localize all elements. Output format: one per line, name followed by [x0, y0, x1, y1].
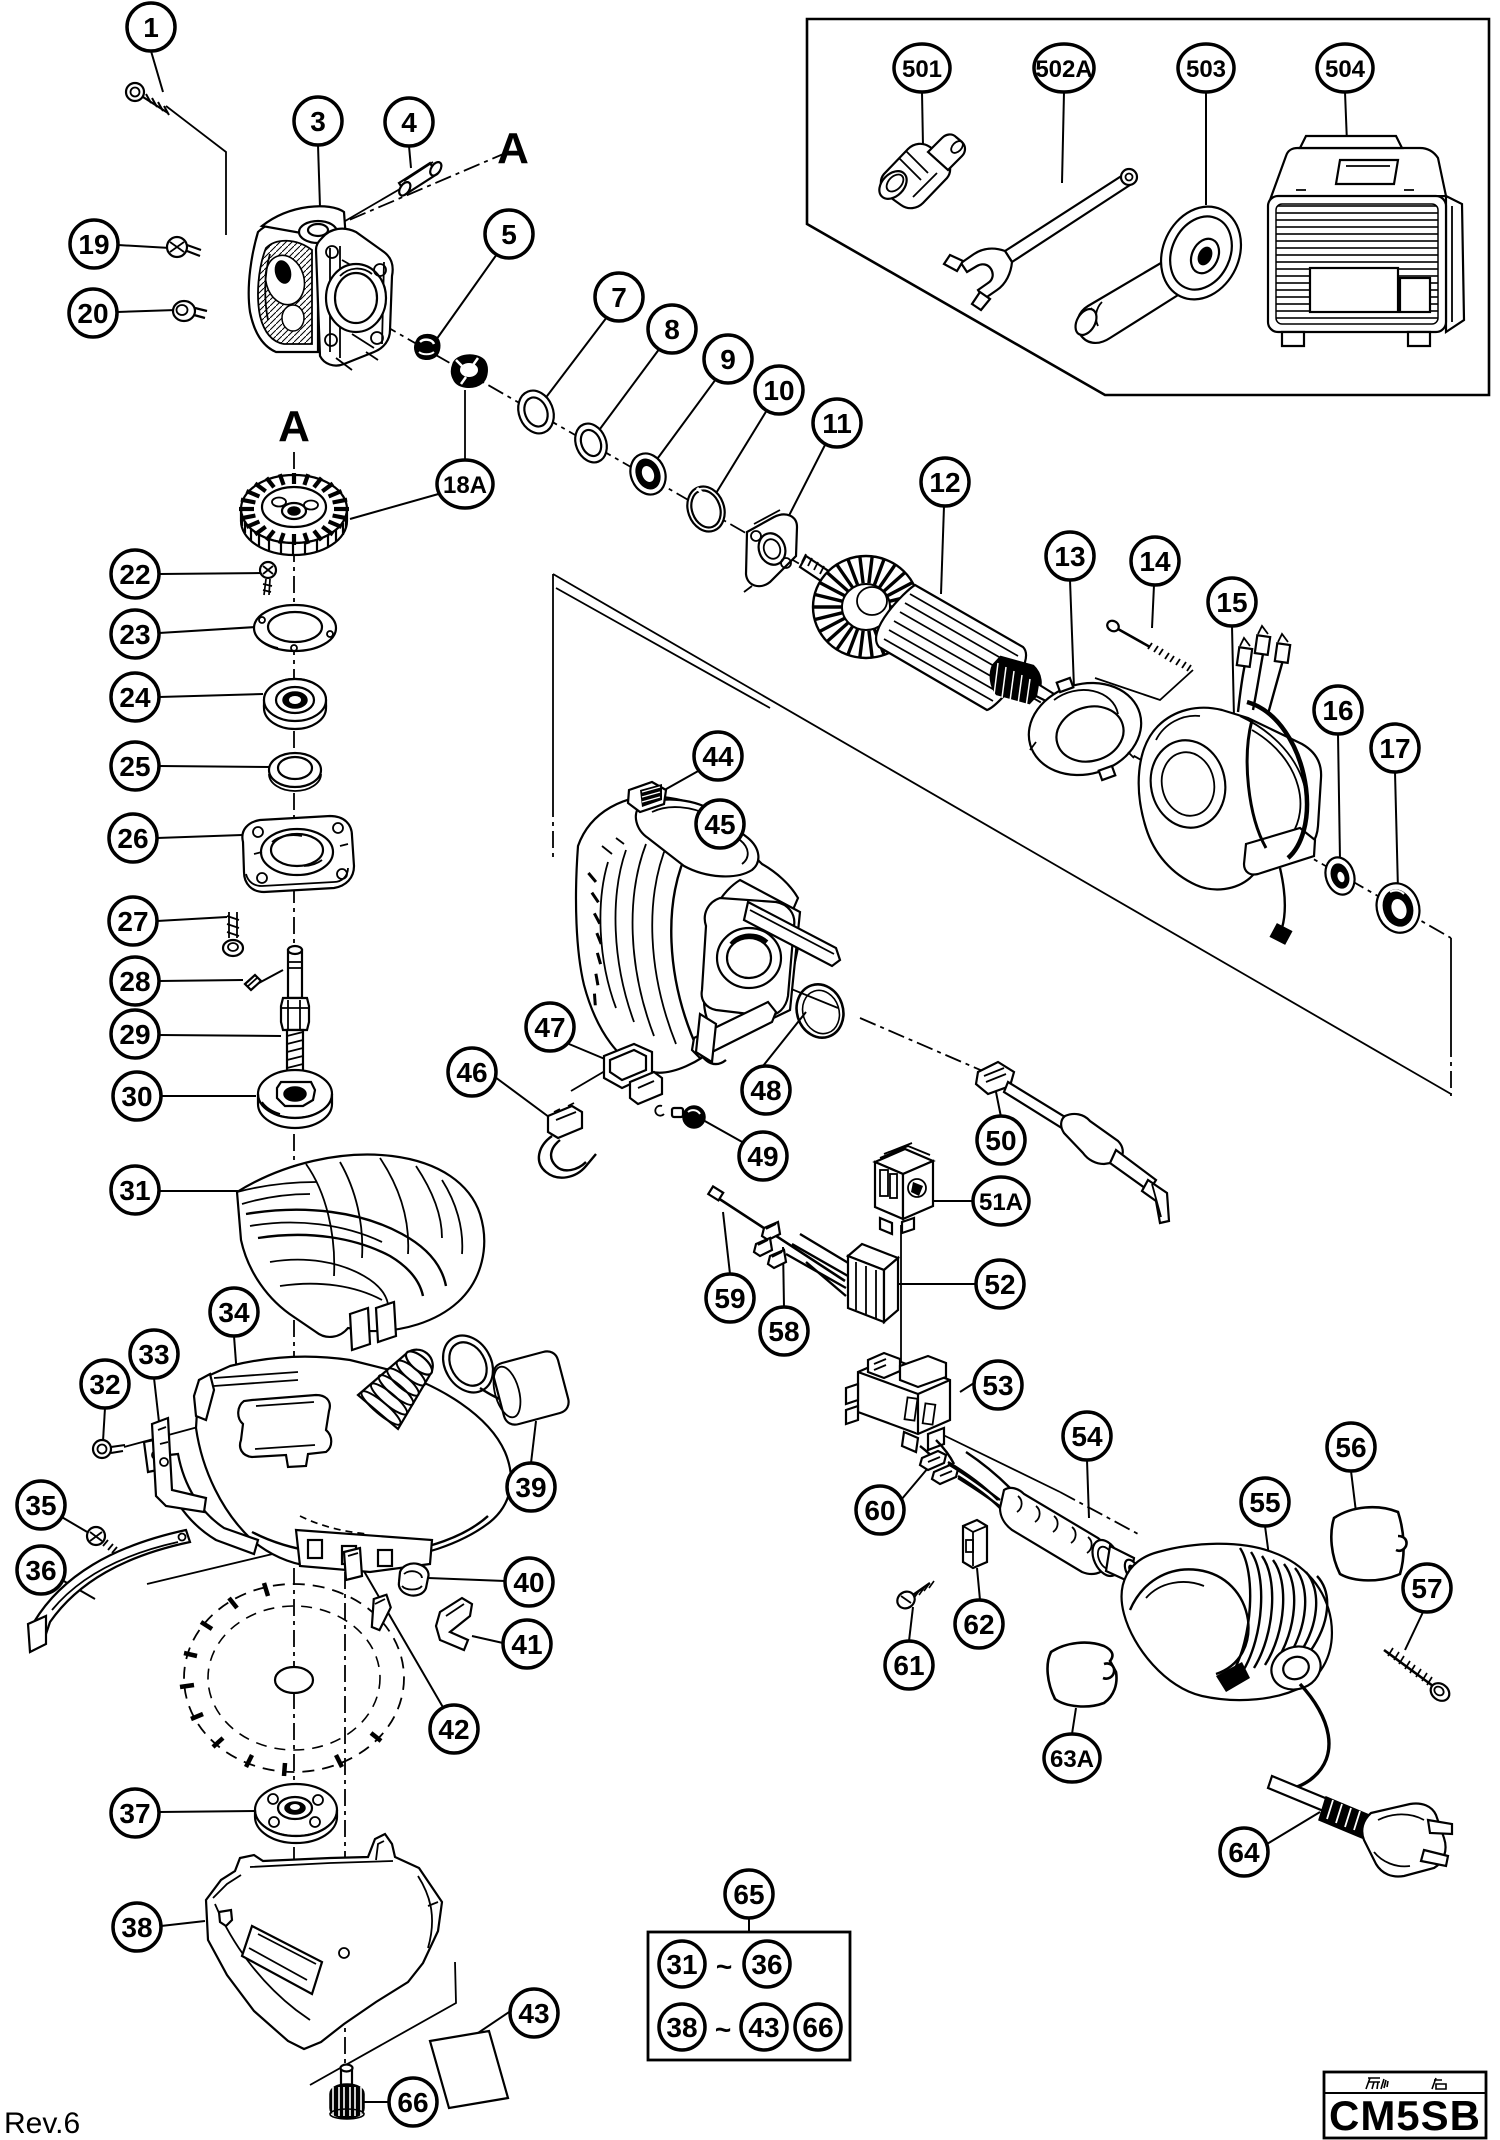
- svg-text:504: 504: [1325, 56, 1366, 83]
- svg-text:38: 38: [666, 2012, 697, 2043]
- svg-text:10: 10: [763, 375, 794, 406]
- svg-text:41: 41: [511, 1629, 542, 1660]
- svg-text:39: 39: [515, 1472, 546, 1503]
- svg-text:24: 24: [119, 682, 151, 713]
- svg-text:42: 42: [438, 1714, 469, 1745]
- svg-text:501: 501: [902, 56, 942, 83]
- svg-text:CM5SB: CM5SB: [1329, 2092, 1481, 2139]
- svg-text:43: 43: [748, 2012, 779, 2043]
- svg-text:31: 31: [119, 1175, 150, 1206]
- svg-text:23: 23: [119, 619, 150, 650]
- svg-text:11: 11: [822, 408, 852, 439]
- svg-text:43: 43: [518, 1998, 549, 2029]
- svg-text:49: 49: [747, 1141, 778, 1172]
- svg-text:62: 62: [963, 1609, 994, 1640]
- svg-text:30: 30: [121, 1081, 152, 1112]
- svg-text:31: 31: [666, 1949, 697, 1980]
- svg-text:28: 28: [119, 966, 150, 997]
- svg-text:27: 27: [117, 906, 148, 937]
- svg-text:65: 65: [733, 1879, 764, 1910]
- svg-text:52: 52: [984, 1269, 1015, 1300]
- svg-text:22: 22: [119, 559, 150, 590]
- svg-text:16: 16: [1322, 695, 1353, 726]
- svg-text:55: 55: [1249, 1487, 1280, 1518]
- svg-text:38: 38: [121, 1912, 152, 1943]
- svg-text:44: 44: [702, 741, 734, 772]
- svg-text:45: 45: [704, 809, 735, 840]
- svg-text:57: 57: [1411, 1573, 1442, 1604]
- svg-text:8: 8: [664, 314, 680, 345]
- svg-text:5: 5: [501, 219, 517, 250]
- svg-text:15: 15: [1216, 587, 1247, 618]
- svg-text:20: 20: [77, 298, 108, 329]
- svg-text:4: 4: [401, 107, 417, 138]
- svg-text:54: 54: [1071, 1421, 1103, 1452]
- svg-text:35: 35: [25, 1490, 56, 1521]
- svg-text:33: 33: [138, 1339, 169, 1370]
- svg-text:~: ~: [716, 1951, 732, 1982]
- svg-text:14: 14: [1139, 546, 1171, 577]
- svg-text:59: 59: [714, 1283, 745, 1314]
- svg-text:58: 58: [768, 1316, 799, 1347]
- svg-text:3: 3: [310, 106, 326, 137]
- svg-text:503: 503: [1186, 56, 1226, 83]
- svg-text:502A: 502A: [1035, 56, 1092, 83]
- svg-text:Rev.6: Rev.6: [4, 2107, 80, 2140]
- svg-text:29: 29: [119, 1019, 150, 1050]
- svg-text:1: 1: [143, 12, 159, 43]
- svg-text:47: 47: [534, 1012, 565, 1043]
- svg-text:64: 64: [1228, 1837, 1260, 1868]
- svg-text:51A: 51A: [979, 1189, 1023, 1216]
- svg-text:A: A: [278, 402, 310, 451]
- svg-text:36: 36: [751, 1949, 782, 1980]
- svg-text:46: 46: [456, 1057, 487, 1088]
- svg-text:53: 53: [982, 1370, 1013, 1401]
- svg-text:40: 40: [513, 1567, 544, 1598]
- svg-text:~: ~: [715, 2014, 731, 2045]
- svg-text:56: 56: [1335, 1432, 1366, 1463]
- svg-text:26: 26: [117, 823, 148, 854]
- svg-text:32: 32: [89, 1369, 120, 1400]
- svg-text:9: 9: [720, 344, 736, 375]
- svg-text:18A: 18A: [443, 472, 487, 499]
- svg-text:17: 17: [1379, 733, 1410, 764]
- svg-text:60: 60: [864, 1495, 895, 1526]
- svg-text:63A: 63A: [1050, 1746, 1094, 1773]
- svg-text:19: 19: [78, 229, 109, 260]
- svg-text:34: 34: [218, 1297, 250, 1328]
- svg-text:A: A: [497, 124, 529, 173]
- svg-text:48: 48: [750, 1075, 781, 1106]
- svg-text:13: 13: [1054, 541, 1085, 572]
- svg-text:61: 61: [893, 1650, 924, 1681]
- svg-text:66: 66: [802, 2012, 833, 2043]
- svg-text:25: 25: [119, 751, 150, 782]
- svg-text:7: 7: [611, 282, 627, 313]
- svg-text:12: 12: [929, 467, 960, 498]
- svg-text:36: 36: [25, 1555, 56, 1586]
- svg-text:50: 50: [985, 1125, 1016, 1156]
- svg-text:66: 66: [397, 2087, 428, 2118]
- svg-text:37: 37: [119, 1798, 150, 1829]
